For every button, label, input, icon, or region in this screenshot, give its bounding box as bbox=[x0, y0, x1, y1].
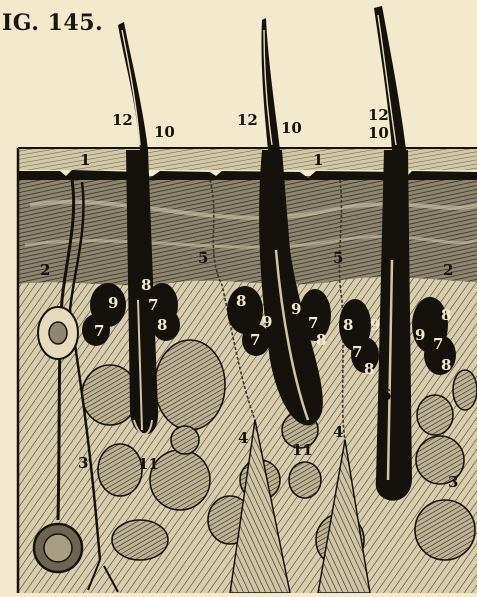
label-gland-b-6: 8 bbox=[364, 360, 374, 378]
label-gland-a-6: 7 bbox=[433, 335, 443, 353]
label-gland-b-2: 8 bbox=[157, 316, 167, 334]
label-gland-a-5: 7 bbox=[352, 343, 362, 361]
label-follicle-mouth-a: 10 bbox=[154, 123, 175, 141]
label-blood-vessel-a: 3 bbox=[78, 454, 88, 472]
label-duct-a: 4 bbox=[238, 429, 248, 447]
label-hair-root-b: 6 bbox=[381, 386, 391, 404]
label-gland-c-3: 9 bbox=[291, 300, 301, 318]
label-gland-b-5: 8 bbox=[343, 316, 353, 334]
label-duct-b: 4 bbox=[333, 423, 343, 441]
label-gland-c-5: 9 bbox=[415, 326, 425, 344]
label-follicle-mouth-b: 10 bbox=[281, 119, 302, 137]
figure-caption: IG. 145. bbox=[2, 10, 103, 36]
label-hair-shaft-b: 12 bbox=[237, 111, 258, 129]
label-gland-a-4: 7 bbox=[308, 314, 318, 332]
label-nerve-b: 2 bbox=[443, 261, 453, 279]
label-hair-shaft-c: 12 bbox=[368, 106, 389, 124]
label-gland-c-4: 9 bbox=[370, 316, 380, 334]
label-hair-shaft-a: 12 bbox=[112, 111, 133, 129]
label-follicle-mouth-c: 10 bbox=[368, 124, 389, 142]
label-blood-vessel-b: 3 bbox=[448, 473, 458, 491]
label-dermis-b: 5 bbox=[333, 249, 343, 267]
label-papilla-a: 11 bbox=[138, 455, 159, 473]
label-gland-b-8: 8 bbox=[441, 356, 451, 374]
label-gland-b-4: 8 bbox=[316, 331, 326, 349]
label-gland-c-2: 9 bbox=[262, 313, 272, 331]
label-epidermis-a: 1 bbox=[80, 151, 90, 169]
label-gland-a-2: 7 bbox=[148, 296, 158, 314]
label-papilla-b: 11 bbox=[292, 441, 313, 459]
label-dermis-a: 5 bbox=[198, 249, 208, 267]
label-nerve-a: 2 bbox=[40, 261, 50, 279]
label-gland-b-3: 8 bbox=[236, 292, 246, 310]
label-gland-a-1: 7 bbox=[94, 322, 104, 340]
label-gland-b-1: 8 bbox=[141, 276, 151, 294]
label-gland-b-7: 8 bbox=[441, 306, 451, 324]
label-hair-root-a: 6 bbox=[143, 363, 153, 381]
label-epidermis-b: 1 bbox=[313, 151, 323, 169]
label-gland-c-1: 9 bbox=[108, 294, 118, 312]
label-gland-a-3: 7 bbox=[250, 331, 260, 349]
